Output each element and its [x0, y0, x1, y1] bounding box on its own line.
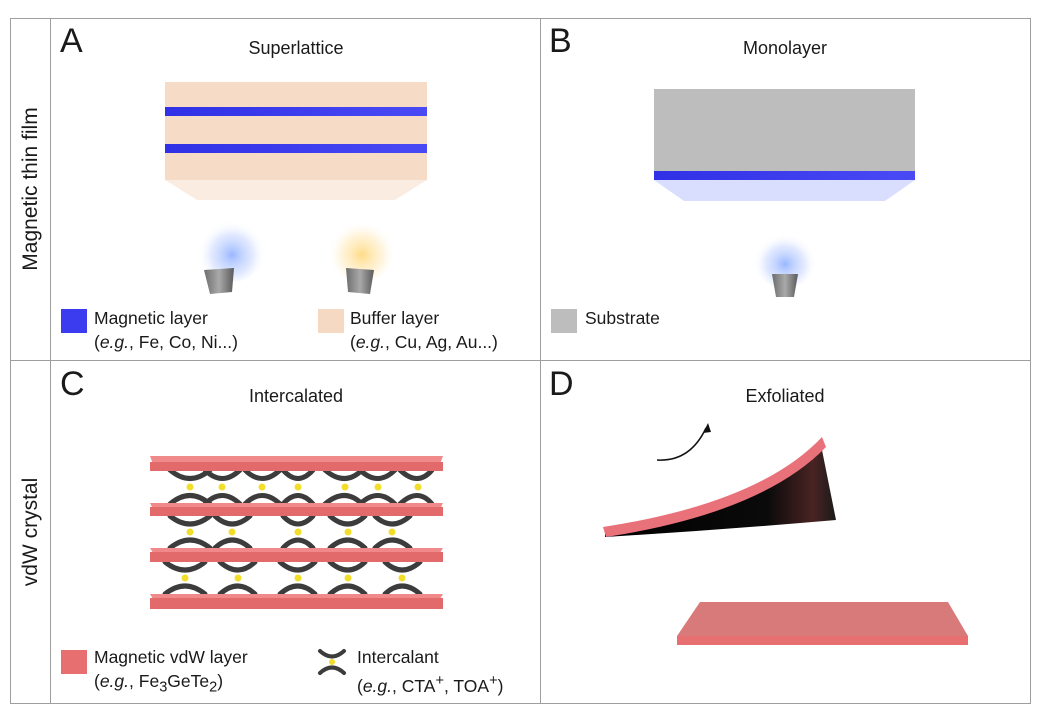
intercalant-examples: (e.g., CTA+, TOA+) — [357, 673, 504, 696]
row-divider — [10, 360, 1031, 361]
magnetic-layer-top — [165, 107, 427, 116]
figure-frame — [10, 18, 1031, 704]
panel-c-letter: C — [60, 365, 85, 403]
deposition-source-blue — [198, 214, 266, 294]
intercalant-centers — [181, 483, 422, 582]
buffer-layer-label: Buffer layer — [350, 308, 440, 328]
panel-a-title: Superlattice — [248, 38, 344, 58]
buffer-layer-block — [165, 82, 427, 180]
magnetic-monolayer — [654, 171, 915, 180]
monolayer-bottom-face — [654, 180, 915, 201]
vdw-layers — [150, 456, 443, 609]
superlattice-stack — [165, 82, 427, 200]
buffer-layer-swatch — [318, 309, 344, 333]
intercalant-molecules — [162, 467, 435, 597]
deposition-source-b — [753, 228, 817, 297]
panel-b-letter: B — [549, 22, 572, 60]
column-divider — [540, 18, 541, 704]
magnetic-layer-swatch — [61, 309, 87, 333]
peel-arrow — [656, 423, 711, 461]
magnetic-layer-examples: (e.g., Fe, Co, Ni...) — [94, 332, 238, 352]
panel-d-letter: D — [549, 365, 574, 403]
intercalant-legend: Intercalant (e.g., CTA+, TOA+) — [357, 645, 503, 698]
panel-b-title: Monolayer — [742, 38, 828, 58]
substrate-legend: Substrate — [585, 306, 660, 330]
magnetic-layer-legend: Magnetic layer (e.g., Fe, Co, Ni...) — [94, 306, 238, 354]
magnetic-vdw-layer-label: Magnetic vdW layer — [94, 647, 248, 667]
magnetic-layer-label: Magnetic layer — [94, 308, 208, 328]
magnetic-layer-bottom — [165, 144, 427, 153]
panel-a-letter: A — [60, 22, 83, 60]
intercalated-stack — [150, 456, 443, 609]
intercalant-icon — [318, 649, 346, 675]
bulk-crystal-flake — [677, 602, 968, 645]
panel-c-title: Intercalated — [248, 386, 344, 406]
label-column-divider — [50, 18, 51, 704]
magnetic-vdw-layer-swatch — [61, 650, 87, 674]
substrate-label: Substrate — [585, 308, 660, 328]
substrate-block — [654, 89, 915, 171]
buffer-layer-examples: (e.g., Cu, Ag, Au...) — [350, 332, 498, 352]
panel-d-title: Exfoliated — [745, 386, 825, 406]
monolayer-stack — [654, 89, 915, 201]
buffer-layer-bottom — [165, 180, 427, 200]
deposition-source-yellow — [328, 214, 396, 294]
intercalant-label: Intercalant — [357, 647, 439, 667]
buffer-layer-legend: Buffer layer (e.g., Cu, Ag, Au...) — [350, 306, 498, 354]
magnetic-vdw-layer-legend: Magnetic vdW layer (e.g., Fe3GeTe2) — [94, 645, 248, 700]
substrate-swatch — [551, 309, 577, 333]
magnetic-vdw-layer-examples: (e.g., Fe3GeTe2) — [94, 671, 224, 696]
exfoliated-flake — [603, 437, 836, 537]
